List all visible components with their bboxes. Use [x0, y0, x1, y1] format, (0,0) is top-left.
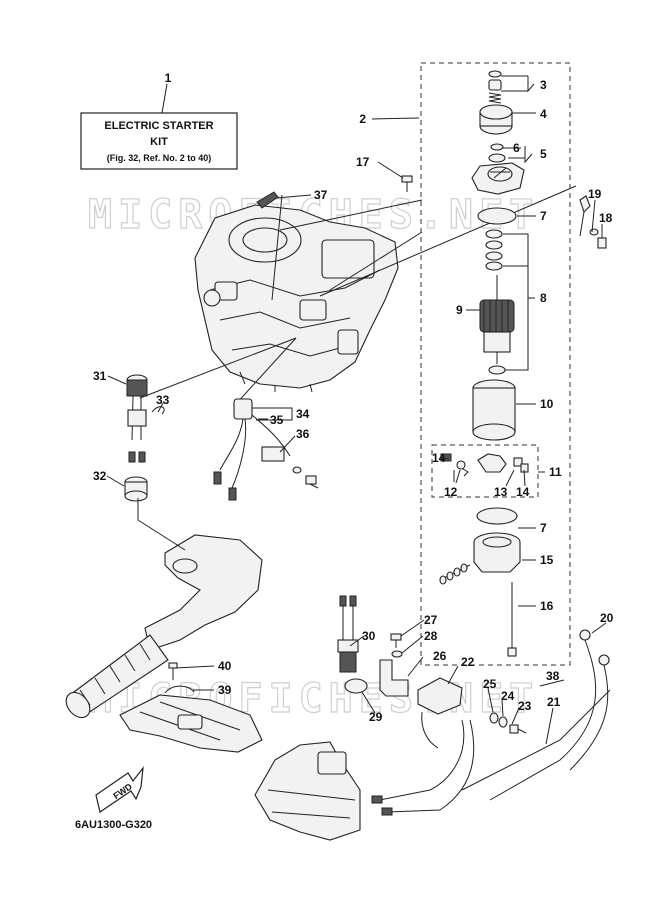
callout-27: 27 [424, 613, 438, 627]
callout-35: 35 [270, 413, 284, 427]
callout-7-lower: 7 [540, 521, 547, 535]
callout-29: 29 [369, 710, 383, 724]
callout-36: 36 [296, 427, 310, 441]
part-6-washer [488, 143, 506, 163]
part-9-armature [479, 275, 515, 364]
callout-12: 12 [444, 485, 458, 499]
part-4-pinion [479, 104, 513, 135]
callout-24: 24 [501, 689, 515, 703]
engine-block [194, 204, 399, 393]
part-21-cable [371, 689, 611, 816]
callout-40: 40 [218, 659, 232, 673]
part-22-rectifier [417, 677, 463, 749]
kit-label-line2: KIT [150, 136, 168, 148]
part-5-upper-bracket [471, 162, 525, 195]
steering-handle [65, 534, 263, 719]
tiller-bracket [119, 694, 263, 753]
part-32-collar [124, 476, 148, 502]
part-17-bolt [401, 175, 413, 192]
kit-label-box: ELECTRIC STARTER KIT (Fig. 32, Ref. No. … [80, 83, 238, 170]
callout-14-left: 14 [432, 451, 446, 465]
callout-6: 6 [513, 141, 520, 155]
callout-22: 22 [461, 655, 475, 669]
part-16-through-bolt [507, 582, 517, 657]
part-33-clip [151, 406, 165, 415]
callout-4: 4 [540, 107, 547, 121]
callout-26: 26 [433, 649, 447, 663]
kit-label-line3: (Fig. 32, Ref. No. 2 to 40) [107, 153, 212, 163]
callout-11: 11 [549, 465, 562, 479]
callout-38: 38 [546, 669, 560, 683]
callout-15: 15 [540, 553, 554, 567]
part-15-lower-bracket [439, 532, 521, 585]
part-37-plug [256, 191, 279, 209]
callout-2: 2 [359, 112, 366, 126]
part-40-screw [168, 662, 178, 680]
part-28-washer [391, 650, 403, 658]
callout-7: 7 [540, 209, 547, 223]
starter-motor-group-box [420, 62, 571, 666]
callout-5: 5 [540, 147, 547, 161]
callout-30: 30 [362, 629, 376, 643]
part-30-switch [337, 595, 359, 673]
callout-10: 10 [540, 397, 554, 411]
callout-17: 17 [356, 155, 370, 169]
part-7-o-ring-lower [476, 507, 518, 525]
parts-23-25-fasteners [489, 712, 527, 734]
part-8-washers [485, 229, 506, 375]
part-20-battery-cable [489, 629, 610, 801]
callout-3: 3 [540, 78, 547, 92]
part-29-grommet [344, 678, 368, 694]
callout-34: 34 [296, 407, 310, 421]
part-3-collars [488, 70, 502, 104]
part-36-bolt [292, 466, 319, 489]
part-31-switch-sleeve [126, 374, 148, 463]
callout-31: 31 [93, 369, 107, 383]
callout-21: 21 [547, 695, 561, 709]
callout-32: 32 [93, 469, 107, 483]
part-11-brush-holder [440, 453, 529, 482]
callout-25: 25 [483, 677, 497, 691]
callout-19: 19 [588, 187, 602, 201]
lower-cowling [254, 741, 361, 841]
part-27-bolt [390, 633, 402, 648]
callout-18: 18 [599, 211, 613, 225]
part-7-o-ring-upper [477, 207, 517, 225]
callout-9: 9 [456, 303, 463, 317]
callout-28: 28 [424, 629, 438, 643]
diagram-code: 6AU1300-G320 [75, 819, 152, 831]
part-26-bracket [379, 659, 409, 697]
brush-holder-group-box [431, 444, 539, 498]
callout-23: 23 [518, 699, 532, 713]
part-10-yoke [472, 379, 516, 441]
callout-33: 33 [156, 393, 170, 407]
part-19-terminal [579, 195, 591, 237]
callout-1: 1 [165, 71, 172, 85]
callout-39: 39 [218, 683, 232, 697]
callout-8: 8 [540, 291, 547, 305]
kit-label-line1: ELECTRIC STARTER [104, 120, 213, 132]
callout-16: 16 [540, 599, 554, 613]
part-34-relay-harness [213, 398, 291, 501]
part-39-clamp [164, 685, 195, 694]
callout-37: 37 [314, 188, 328, 202]
callout-14-right: 14 [516, 485, 530, 499]
fwd-arrow: FWD [95, 765, 144, 813]
callout-20: 20 [600, 611, 614, 625]
callout-13: 13 [494, 485, 508, 499]
